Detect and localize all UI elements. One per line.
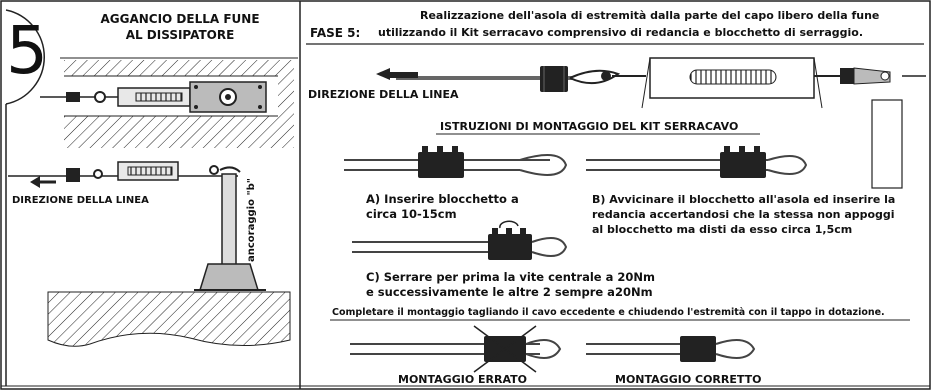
step-b-line1: B) Avvicinare il blocchetto all'asola ed…: [592, 193, 896, 206]
clamp-step-b: [586, 146, 808, 178]
anchor-b-label: ancoraggio "b": [246, 177, 257, 262]
ground: [47, 291, 291, 347]
post-anchor: [8, 161, 266, 291]
wrong-assembly-label: MONTAGGIO ERRATO: [398, 373, 527, 386]
line-assembly: [376, 57, 926, 189]
left-title-line1: AGGANCIO DELLA FUNE: [100, 12, 260, 26]
header-line2: utilizzando il Kit serracavo comprensivo…: [378, 26, 864, 39]
left-title-line2: AL DISSIPATORE: [125, 28, 235, 42]
clamp-step-a: [344, 146, 568, 178]
step-b-line2: redancia accertandosi che la stessa non …: [592, 208, 895, 221]
instructions-title: ISTRUZIONI DI MONTAGGIO DEL KIT SERRACAV…: [440, 120, 739, 133]
step-b-line3: al blocchetto ma disti da esso circa 1,5…: [592, 223, 853, 236]
step-c-line1: C) Serrare per prima la vite centrale a …: [366, 270, 655, 284]
phase-label: FASE 5:: [310, 26, 361, 40]
step-number: 5: [6, 12, 48, 89]
left-direction-arrow: [30, 176, 56, 188]
assembly-wrong: [350, 325, 562, 373]
right-direction-label: DIREZIONE DELLA LINEA: [308, 88, 459, 101]
assembly-correct: [586, 336, 756, 362]
left-direction-label: DIREZIONE DELLA LINEA: [12, 195, 149, 206]
step-c-line2: e successivamente le altre 2 sempre a20N…: [366, 285, 653, 299]
header-line1: Realizzazione dell'asola di estremità da…: [420, 9, 880, 22]
correct-assembly-label: MONTAGGIO CORRETTO: [615, 373, 762, 386]
dissipator-top: [40, 81, 267, 113]
clamp-step-c: [352, 220, 568, 260]
step-a-line2: circa 10-15cm: [366, 207, 457, 221]
step-badge: [5, 9, 45, 386]
completion-note: Completare il montaggio tagliando il cav…: [332, 307, 885, 318]
step-a-line1: A) Inserire blocchetto a: [366, 192, 519, 206]
